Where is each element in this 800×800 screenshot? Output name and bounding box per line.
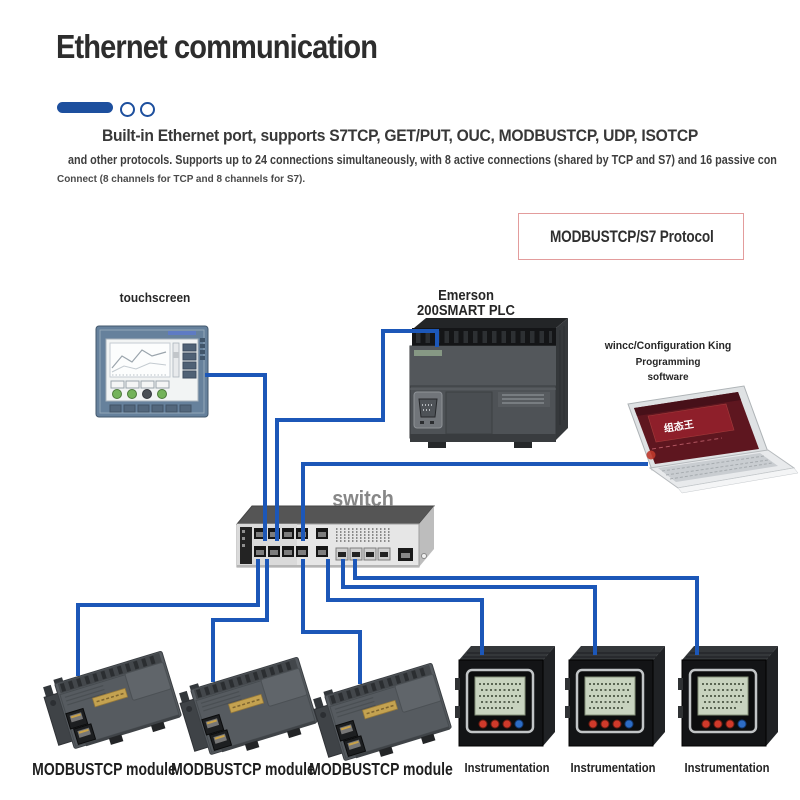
- instrument-1-label: Instrumentation: [464, 761, 550, 775]
- touchscreen-device: [95, 325, 209, 418]
- switch-to-module-3: [301, 559, 362, 684]
- software-label-line2: Programming: [635, 356, 701, 368]
- hmi-round-buttons: [112, 389, 167, 399]
- software-label-line3: software: [647, 371, 689, 383]
- software-to-switch: [301, 462, 648, 541]
- decoration-circle-1: [120, 102, 135, 117]
- plc-brand-label: Emerson: [438, 288, 494, 304]
- intro-line-2: and other protocols. Supports up to 24 c…: [68, 152, 777, 167]
- instrument-3-label: Instrumentation: [684, 761, 770, 775]
- decoration-bar: [57, 102, 113, 113]
- software-label-line1: wincc/Configuration King: [604, 340, 732, 352]
- plc-serial-port: [413, 391, 443, 429]
- connection-lines: [76, 329, 699, 684]
- plc-to-switch: [275, 329, 439, 541]
- hmi-brand-text: [168, 331, 196, 335]
- plc-brand-text: [414, 350, 442, 356]
- switch-to-instrument-1: [326, 559, 484, 655]
- switch-vent-grid: [336, 528, 392, 542]
- switch-label: switch: [332, 486, 394, 511]
- switch-to-instrument-3: [353, 559, 699, 655]
- instrument-2: [563, 644, 667, 748]
- touchscreen-label: touchscreen: [119, 291, 191, 305]
- hmi-function-keys: [110, 380, 170, 389]
- plc-model-label: 200SMART PLC: [417, 303, 515, 319]
- touchscreen-to-switch: [205, 373, 267, 541]
- plc-device: [409, 318, 568, 448]
- legend-label: MODBUSTCP/S7 Protocol: [550, 226, 714, 246]
- modbustcp-module-2: [176, 653, 320, 765]
- hmi-bottom-keys: [109, 404, 192, 413]
- module-2-label: MODBUSTCP module: [171, 759, 315, 779]
- laptop-device: 组态王: [627, 385, 799, 494]
- decoration-circle-2: [140, 102, 155, 117]
- switch-to-instrument-2: [341, 559, 597, 655]
- modbustcp-module-3: [310, 659, 454, 771]
- intro-line-1: Built-in Ethernet port, supports S7TCP, …: [101, 126, 698, 145]
- intro-line-3: Connect (8 channels for TCP and 8 channe…: [57, 173, 306, 185]
- hmi-menu-buttons: [182, 343, 197, 379]
- switch-to-module-2: [211, 559, 269, 682]
- instrument-3: [676, 644, 780, 748]
- instrument-1: [453, 644, 557, 748]
- module-1-label: MODBUSTCP module: [32, 759, 176, 779]
- hmi-side-keys: [200, 338, 205, 360]
- legend: MODBUSTCP/S7 Protocol: [518, 213, 744, 260]
- page-title: Ethernet communication: [56, 28, 378, 65]
- module-3-label: MODBUSTCP module: [309, 759, 453, 779]
- modbustcp-module-1: [40, 647, 184, 759]
- instrument-2-label: Instrumentation: [570, 761, 656, 775]
- switch-to-module-1: [76, 559, 260, 676]
